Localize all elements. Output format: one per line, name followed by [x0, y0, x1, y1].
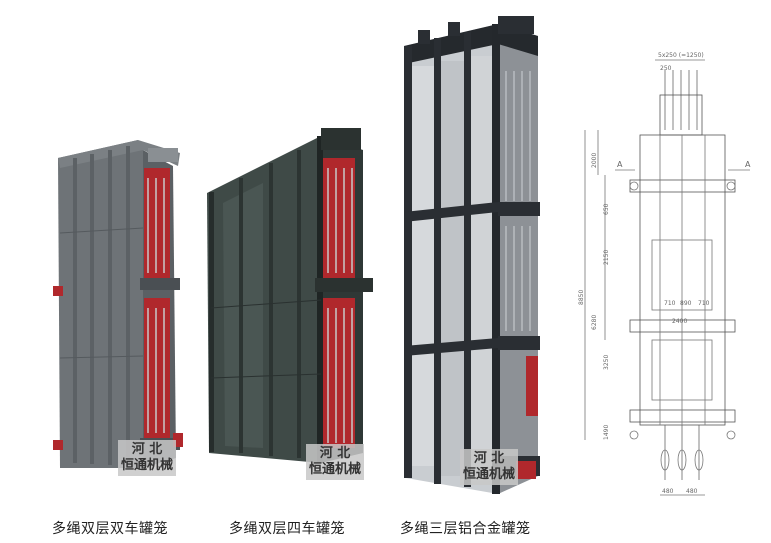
watermark: 河 北 恒通机械 — [460, 449, 519, 485]
engineering-drawing: 5x250 (=1250) 250 A A 480 480 2000 650 — [578, 52, 751, 496]
watermark-line-1: 河 北 — [131, 442, 163, 457]
watermark-line-1: 河 北 — [319, 446, 351, 461]
caption-cage-2: 多绳双层四车罐笼 — [229, 521, 345, 537]
dim-250: 250 — [660, 65, 672, 72]
caption-cage-1: 多绳双层双车罐笼 — [52, 521, 168, 537]
dim-710-b: 710 — [698, 300, 710, 307]
dim-6280: 6280 — [591, 315, 598, 330]
watermark-line-2: 恒通机械 — [463, 467, 516, 482]
dim-3250: 3250 — [603, 355, 610, 370]
watermark-line-2: 恒通机械 — [309, 462, 362, 477]
watermark: 河 北 恒通机械 — [306, 444, 365, 480]
dim-890: 890 — [680, 300, 692, 307]
section-mark-right: A — [745, 160, 751, 169]
dim-2150: 2150 — [603, 250, 610, 265]
watermark-line-2: 恒通机械 — [121, 458, 174, 473]
dim-480-a: 480 — [662, 488, 674, 495]
dim-1490: 1490 — [603, 425, 610, 440]
dim-710-a: 710 — [664, 300, 676, 307]
cage-photo-triple-deck-aluminum — [404, 16, 540, 494]
dim-top: 5x250 (=1250) — [658, 52, 704, 59]
cage-photo-double-deck-two-car — [53, 140, 183, 468]
caption-cage-3: 多绳三层铝合金罐笼 — [400, 521, 531, 537]
dim-480-b: 480 — [686, 488, 698, 495]
watermark-line-1: 河 北 — [473, 451, 505, 466]
cage-photo-double-deck-four-car — [207, 128, 373, 463]
dim-650: 650 — [603, 203, 610, 215]
dim-2400: 2400 — [672, 318, 687, 325]
dim-8850: 8850 — [578, 290, 585, 305]
watermark: 河 北 恒通机械 — [118, 440, 177, 476]
section-mark-left: A — [617, 160, 623, 169]
dim-2000: 2000 — [591, 153, 598, 168]
